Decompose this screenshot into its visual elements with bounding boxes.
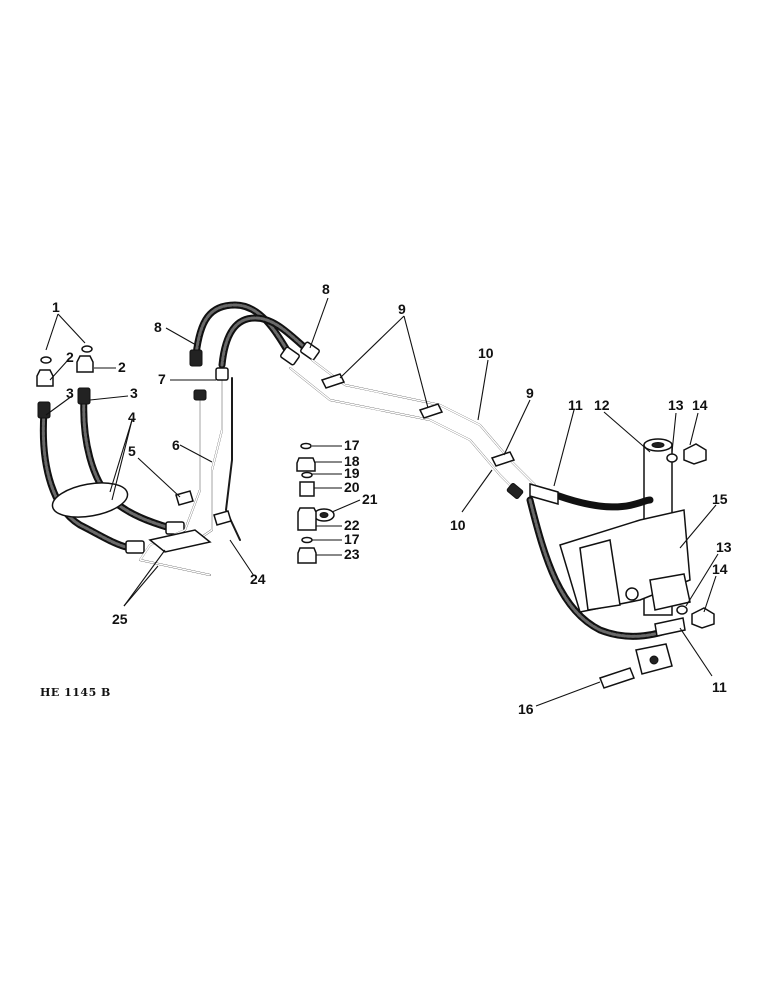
- callout-18: 18: [344, 453, 360, 469]
- lift-cylinder-assembly: [526, 438, 715, 689]
- long-tubes: [289, 359, 536, 500]
- callout-16: 16: [518, 701, 534, 717]
- callout-11: 11: [568, 397, 583, 413]
- leader-lines: [45, 297, 719, 707]
- callout-labels: 1 2 2 3 3 4 5 5 6 7 8 8 9 9 10 10 11 11 …: [52, 281, 732, 717]
- callout-6: 6: [172, 437, 180, 453]
- callout-10: 10: [450, 517, 466, 533]
- callout-22: 22: [344, 517, 360, 533]
- callout-25: 25: [112, 611, 128, 627]
- fitting-stack: [296, 442, 335, 564]
- callout-11: 11: [712, 679, 727, 695]
- callout-8: 8: [154, 319, 162, 335]
- callout-7: 7: [158, 371, 166, 387]
- callout-13: 13: [716, 539, 732, 555]
- callout-2: 2: [66, 349, 74, 365]
- callout-14: 14: [712, 561, 728, 577]
- callout-9: 9: [526, 385, 534, 401]
- callout-17: 17: [344, 437, 360, 453]
- callout-3: 3: [130, 385, 138, 401]
- callout-14: 14: [692, 397, 708, 413]
- callout-4: 4: [128, 409, 136, 425]
- callout-13: 13: [668, 397, 684, 413]
- upper-hoses: [189, 301, 320, 369]
- callout-19: 19: [344, 465, 360, 481]
- callout-12: 12: [594, 397, 610, 413]
- callout-5: 5: [128, 443, 136, 459]
- callout-1: 1: [52, 299, 60, 315]
- callout-2: 2: [118, 359, 126, 375]
- callout-20: 20: [344, 479, 360, 495]
- callout-15: 15: [712, 491, 728, 507]
- callout-24: 24: [250, 571, 266, 587]
- left-tube-frame: [139, 367, 241, 576]
- callout-10: 10: [478, 345, 494, 361]
- callout-21: 21: [362, 491, 378, 507]
- callout-23: 23: [344, 546, 360, 562]
- callout-8: 8: [322, 281, 330, 297]
- callout-9: 9: [398, 301, 406, 317]
- callout-17: 17: [344, 531, 360, 547]
- callout-3: 3: [66, 385, 74, 401]
- drawing-code: HE 1145 B: [40, 686, 111, 699]
